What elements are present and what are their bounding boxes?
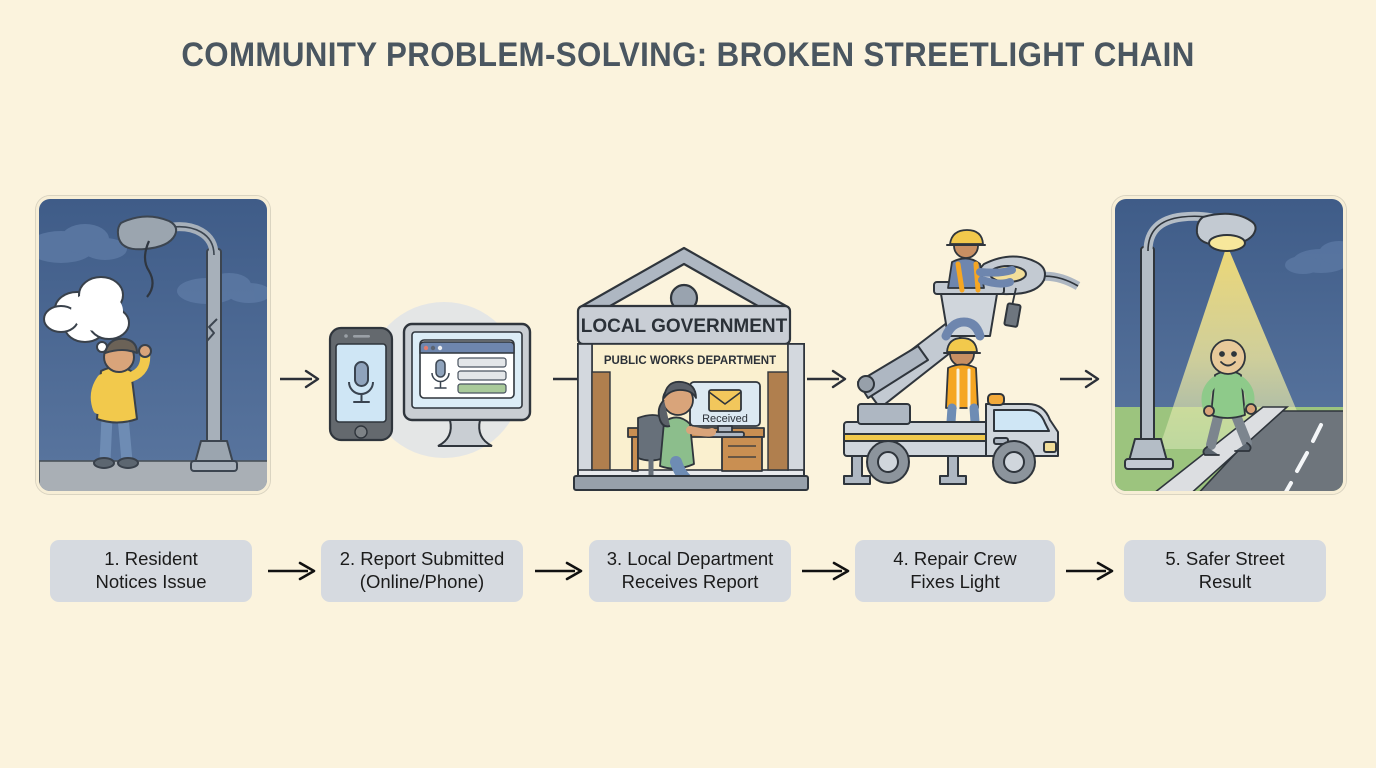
caption-step-1-text: 1. Resident Notices Issue (95, 548, 207, 592)
caption-arrow-3 (800, 560, 856, 582)
caption-step-3[interactable]: 3. Local Department Receives Report (589, 540, 791, 602)
illustration-arrow-4 (1058, 368, 1104, 390)
sidewalk (1155, 406, 1290, 491)
caption-step-4-text: 4. Repair Crew Fixes Light (893, 548, 1017, 592)
resident-figure (90, 337, 152, 469)
thought-bubble (43, 276, 130, 361)
cloud-shapes (1285, 241, 1343, 274)
panel-safer-street-result (1112, 196, 1346, 494)
panel-resident-notices-issue (36, 196, 270, 494)
column-right (787, 343, 805, 471)
door-right (767, 371, 789, 471)
building-base (573, 475, 809, 491)
form-submit-button[interactable] (457, 383, 507, 394)
caption-arrow-2 (533, 560, 589, 582)
caption-arrow-4 (1064, 560, 1120, 582)
report-form-window (419, 339, 515, 399)
panel-department-receives-report: LOCAL GOVERNMENT PUBLIC WORKS DEPARTMENT (572, 240, 810, 498)
worker-in-bucket (946, 229, 1016, 293)
caption-step-5-text: 5. Safer Street Result (1165, 548, 1285, 592)
illustration-arrow-1 (278, 368, 324, 390)
caption-arrow-1 (266, 560, 322, 582)
desktop-monitor (402, 322, 532, 447)
broken-streetlight (116, 215, 238, 472)
page-title: COMMUNITY PROBLEM-SOLVING: BROKEN STREET… (181, 36, 1195, 74)
building-main-sign: LOCAL GOVERNMENT (581, 316, 788, 337)
received-label: Received (702, 413, 748, 425)
road-markings (1284, 423, 1323, 491)
envelope-icon (708, 389, 742, 412)
door-left (591, 371, 611, 471)
caption-step-3-text: 3. Local Department Receives Report (606, 548, 774, 592)
microphone-icon (348, 361, 374, 403)
caption-step-2[interactable]: 2. Report Submitted (Online/Phone) (321, 540, 523, 602)
column-left (577, 343, 593, 471)
caption-step-5[interactable]: 5. Safer Street Result (1124, 540, 1326, 602)
caption-step-2-text: 2. Report Submitted (Online/Phone) (339, 548, 505, 592)
working-streetlight (1124, 211, 1257, 470)
illustration-arrow-3 (805, 368, 851, 390)
caption-step-1[interactable]: 1. Resident Notices Issue (50, 540, 252, 602)
panel-report-submitted (312, 300, 542, 470)
smartphone (328, 326, 394, 442)
bucket-truck (843, 393, 1059, 485)
form-field-1[interactable] (457, 357, 507, 368)
pedestrian-figure (1201, 339, 1257, 456)
caption-step-4[interactable]: 4. Repair Crew Fixes Light (855, 540, 1055, 602)
building-sub-sign: PUBLIC WORKS DEPARTMENT (604, 355, 776, 367)
panel-repair-crew-fixes-light (836, 226, 1086, 496)
building-roof (580, 246, 788, 316)
form-microphone-icon (431, 359, 450, 389)
form-field-2[interactable] (457, 370, 507, 381)
